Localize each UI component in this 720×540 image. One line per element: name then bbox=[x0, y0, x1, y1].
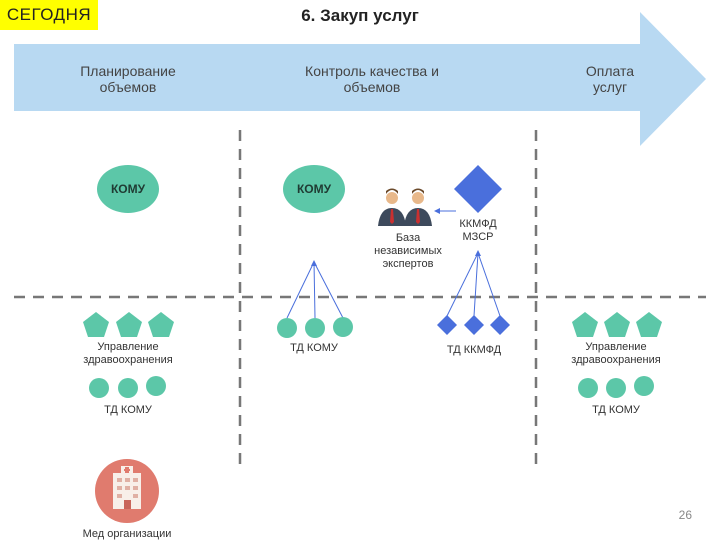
experts-db-label: База независимых экспертов bbox=[374, 232, 442, 270]
komu-left-node: КОМУ bbox=[97, 165, 159, 213]
phase-payment: Оплата услуг bbox=[585, 63, 635, 95]
experts-people-icon bbox=[378, 188, 432, 226]
med-orgs-label: Мед организации bbox=[82, 528, 172, 540]
td-komu-center-label: ТД КОМУ bbox=[290, 342, 338, 354]
td-komu-right-label: ТД КОМУ bbox=[592, 404, 640, 416]
td-kkmfd-label: ТД ККМФД bbox=[446, 344, 502, 356]
komu-center-node: КОМУ bbox=[283, 165, 345, 213]
today-badge: СЕГОДНЯ bbox=[0, 0, 98, 30]
kkmfd-diamond-icon bbox=[454, 165, 502, 213]
process-arrow bbox=[14, 12, 706, 146]
health-mgmt-right-label: Управление здравоохранения bbox=[571, 341, 661, 366]
page-number: 26 bbox=[678, 508, 692, 522]
td-komu-left-label: ТД КОМУ bbox=[104, 404, 152, 416]
phase-quality-control: Контроль качества и объемов bbox=[305, 63, 439, 95]
kkmfd-mzsr-label: ККМФД МЗСР bbox=[459, 218, 497, 243]
page-title: 6. Закуп услуг bbox=[301, 6, 419, 25]
hospital-icon bbox=[95, 459, 159, 523]
health-mgmt-left-label: Управление здравоохранения bbox=[83, 341, 173, 366]
phase-planning: Планирование объемов bbox=[80, 63, 176, 95]
